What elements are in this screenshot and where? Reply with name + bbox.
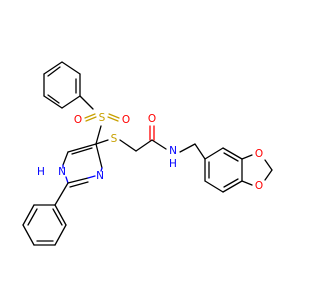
atom-n-amide: N — [169, 145, 177, 157]
bond — [54, 182, 69, 206]
atom-h-imidazole: H — [37, 166, 45, 178]
bond — [100, 167, 103, 172]
bond — [264, 169, 273, 181]
bond — [204, 180, 224, 193]
bond — [84, 113, 96, 119]
bond — [69, 181, 89, 188]
bond — [43, 95, 63, 109]
atom-h-amide: H — [169, 158, 177, 170]
carbon-bonds — [22, 61, 273, 246]
bond — [67, 143, 97, 153]
atom-n-imidazole: N — [96, 170, 104, 182]
bond — [204, 147, 224, 160]
background — [0, 0, 300, 300]
bond — [52, 208, 63, 226]
bond — [223, 152, 239, 162]
bond — [108, 113, 120, 119]
bond — [67, 177, 89, 184]
bond — [241, 180, 253, 186]
bond — [61, 95, 81, 109]
atom-s-thioether: S — [111, 133, 118, 145]
atom-o-carbonyl: O — [148, 113, 156, 125]
bond — [179, 143, 196, 153]
bond — [71, 147, 93, 155]
atom-o-sulfonyl-right: O — [122, 114, 130, 126]
hetero-bonds — [62, 113, 253, 188]
bond — [22, 204, 35, 226]
bond — [222, 147, 243, 160]
atom-n-imidazole-nh: N — [58, 166, 66, 178]
bond — [223, 178, 239, 188]
bond — [95, 139, 109, 145]
bond — [107, 116, 119, 122]
bond — [43, 61, 63, 75]
structure-svg: O S O S O N H H N N O O — [0, 0, 300, 300]
bond — [65, 176, 69, 184]
bond — [87, 175, 96, 179]
bond — [264, 159, 273, 171]
bond — [135, 139, 153, 152]
bond — [95, 143, 103, 169]
bond — [62, 151, 69, 166]
atom-o-sulfonyl-left: O — [74, 114, 82, 126]
bond — [61, 61, 81, 75]
bond — [79, 95, 94, 110]
atom-s-sulfonyl: S — [99, 112, 106, 124]
atom-labels: O S O S O N H H N N O O — [37, 112, 263, 192]
bond — [241, 154, 253, 160]
bond — [47, 66, 61, 77]
bond — [54, 204, 67, 226]
bond — [151, 139, 167, 150]
bond — [85, 116, 97, 122]
bond — [119, 139, 137, 152]
molecule-diagram: O S O S O N H H N N O O — [0, 0, 300, 300]
atom-o-dioxole-bottom: O — [255, 180, 263, 192]
bond — [95, 125, 102, 145]
bond — [194, 143, 206, 160]
bond — [222, 180, 243, 193]
bond — [22, 224, 35, 246]
bond — [47, 94, 60, 104]
bond — [54, 224, 67, 246]
bond — [27, 208, 38, 226]
atom-o-dioxole-top: O — [255, 148, 263, 160]
